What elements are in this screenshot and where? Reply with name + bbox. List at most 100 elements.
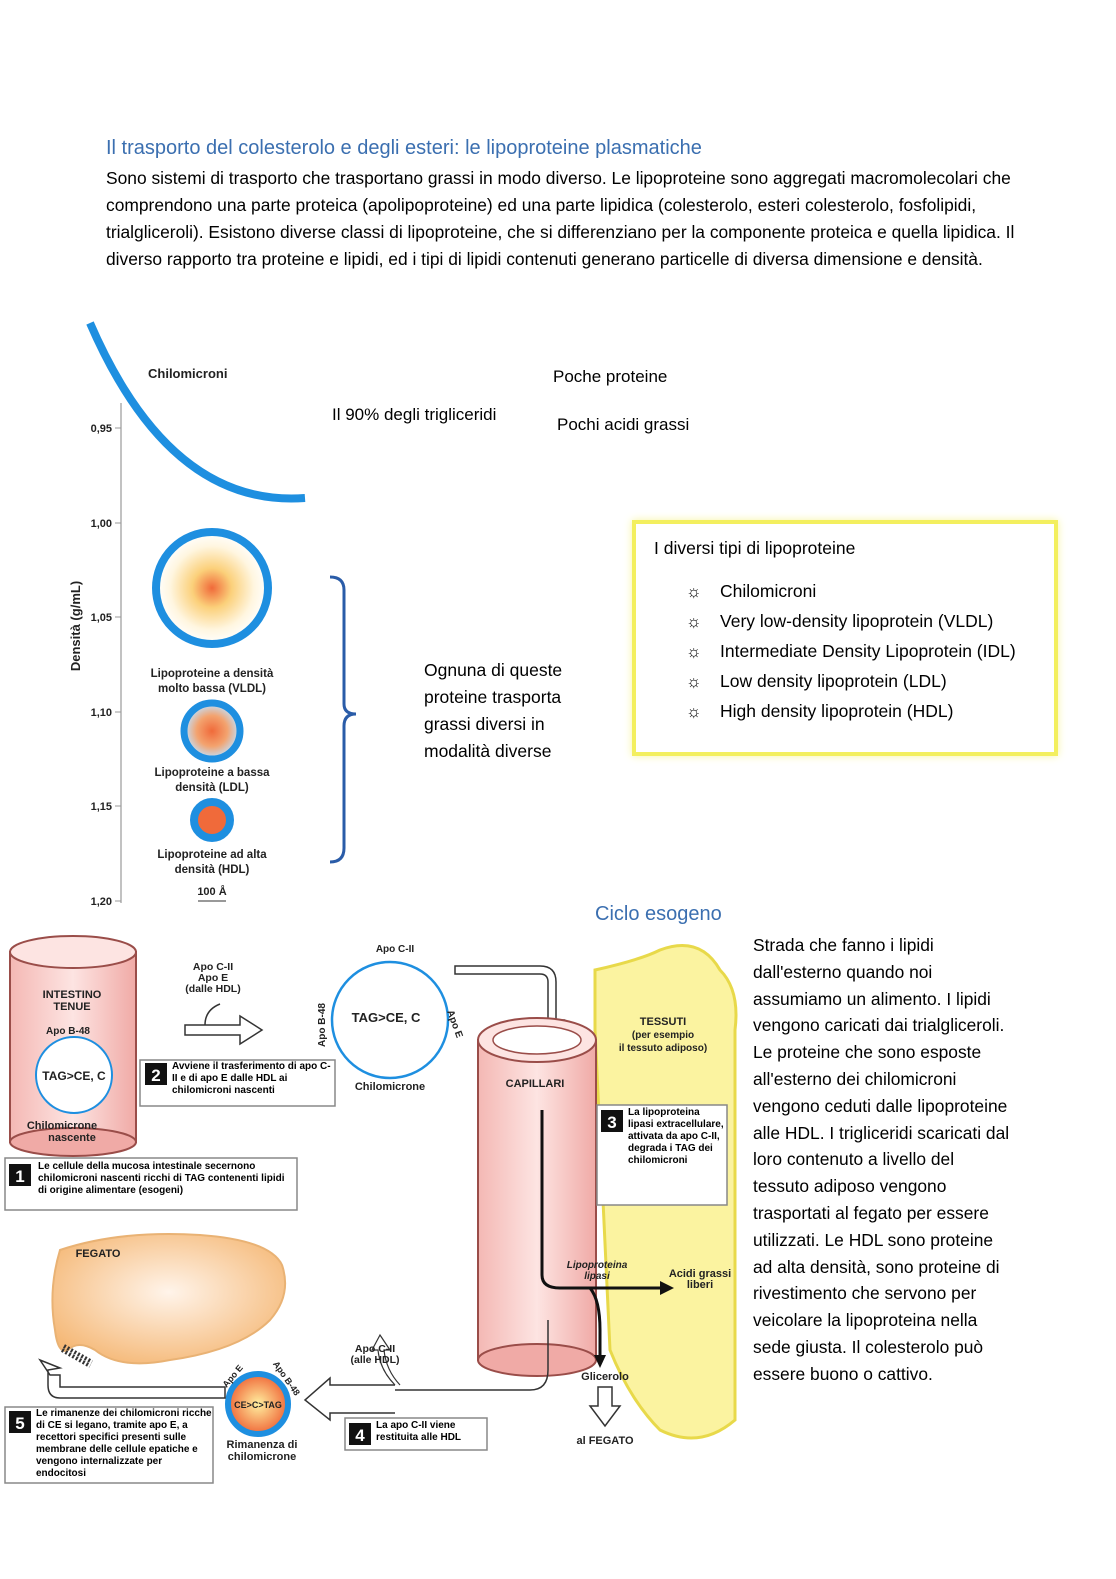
sun-bullet-icon: ☼ <box>686 702 702 721</box>
step-number: 2 <box>151 1066 160 1085</box>
exogenous-description: Strada che fanno i lipidi dall'esterno q… <box>753 935 1010 1384</box>
lpl-label: lipasi <box>584 1271 610 1282</box>
tag-ce-label: TAG>CE, C <box>42 1069 106 1083</box>
remnant-label: Rimanenza di <box>227 1439 298 1451</box>
step-number: 3 <box>607 1113 616 1132</box>
y-axis-label: Densità (g/mL) <box>68 581 83 671</box>
legend-item-label: Intermediate Density Lipoprotein (IDL) <box>720 641 1016 661</box>
step-number: 1 <box>15 1167 24 1186</box>
tick-label: 1,00 <box>91 518 112 530</box>
step-box <box>139 1059 336 1107</box>
legend-item: ☼ Chilomicroni <box>686 576 1016 606</box>
transfer-arrow <box>184 1003 264 1046</box>
al-fegato-label: al FEGATO <box>576 1435 633 1447</box>
step4-text: La apo C-II viene restituita alle HDL <box>376 1420 462 1443</box>
sun-bullet-icon: ☼ <box>686 612 702 631</box>
legend-item: ☼ Intermediate Density Lipoprotein (IDL) <box>686 636 1016 666</box>
receptor-icon <box>61 1344 93 1368</box>
tick-label: 1,20 <box>91 896 112 908</box>
step5-text: Le rimanenze dei chilomicroni ricche di … <box>36 1408 212 1479</box>
chylomicron <box>330 960 450 1080</box>
tick-label: 1,05 <box>91 612 112 624</box>
glicerolo-label: Glicerolo <box>581 1371 629 1383</box>
flow-line <box>540 1110 660 1290</box>
dalle-hdl-label: (dalle HDL) <box>185 983 240 995</box>
tessuti-label: il tessuto adiposo) <box>619 1043 707 1054</box>
sun-bullet-icon: ☼ <box>686 642 702 661</box>
exogenous-cycle-diagram: TESSUTI (per esempio il tessuto adiposo)… <box>4 935 738 1484</box>
note-poche-proteine: Poche proteine <box>553 367 668 386</box>
apo-e-label: Apo E <box>198 972 228 984</box>
intestine-label: INTESTINO <box>43 989 102 1001</box>
hdl-label: densità (HDL) <box>175 864 250 876</box>
curly-brace <box>329 575 357 864</box>
tick-label: 1,10 <box>91 707 112 719</box>
fegato-label: FEGATO <box>76 1248 121 1260</box>
ldl-particle <box>180 699 244 763</box>
return-arrow <box>303 1376 395 1422</box>
nascent-label: nascente <box>48 1132 96 1144</box>
down-arrow <box>588 1386 622 1428</box>
step-box <box>4 1157 298 1211</box>
capillari-label: CAPILLARI <box>506 1078 565 1090</box>
ce-tag-label: CE>C>TAG <box>234 1400 282 1410</box>
apo-cii-label: Apo C-II <box>193 961 233 973</box>
chylomicron-remnant <box>225 1371 291 1437</box>
acidi-label: liberi <box>687 1279 713 1291</box>
intro-paragraph: Sono sistemi di trasporto che trasportan… <box>106 168 1015 269</box>
legend-item-label: High density lipoprotein (HDL) <box>720 701 954 721</box>
lpl-label: Lipoproteina <box>567 1260 628 1271</box>
apo-b48-label: Apo B-48 <box>46 1026 90 1037</box>
tag-ce-label: TAG>CE, C <box>352 1010 421 1025</box>
lipoprotein-types-box: I diversi tipi di lipoproteine ☼ Chilomic… <box>632 520 1058 756</box>
page-title: Il trasporto del colesterolo e degli est… <box>106 137 702 159</box>
ldl-label: Lipoproteine a bassa <box>154 767 270 779</box>
tessuti-label: TESSUTI <box>640 1016 686 1028</box>
tick-label: 1,15 <box>91 801 112 813</box>
section-title: Ciclo esogeno <box>595 903 722 925</box>
scale-label: 100 Å <box>197 885 226 898</box>
step-box <box>4 1406 214 1484</box>
apo-b48-label: Apo B-48 <box>317 1003 328 1047</box>
chylomicron-label: Chilomicroni <box>148 366 227 381</box>
legend-item-label: Very low-density lipoprotein (VLDL) <box>720 611 994 631</box>
acidi-label: Acidi grassi <box>669 1268 731 1280</box>
hdl-particle <box>190 798 234 842</box>
legend-item: ☼ Very low-density lipoprotein (VLDL) <box>686 606 1016 636</box>
chylomicron-arc <box>86 321 306 503</box>
step2-text: Avviene il trasferimento di apo C-II e d… <box>172 1061 331 1096</box>
flow-line <box>588 1287 602 1355</box>
note-ognuna: Ognuna di queste proteine trasporta gras… <box>424 660 563 761</box>
legend-item: ☼ High density lipoprotein (HDL) <box>686 696 1016 726</box>
step-number: 4 <box>355 1426 365 1445</box>
nascent-chylomicron <box>35 1036 113 1114</box>
apo-return-arrow <box>371 1333 401 1386</box>
sun-bullet-icon: ☼ <box>686 582 702 601</box>
step1-text: Le cellule della mucosa intestinale sece… <box>38 1161 285 1196</box>
ldl-label: densità (LDL) <box>175 782 249 794</box>
intestine-label: TENUE <box>53 1001 90 1013</box>
apo-return-label: (alle HDL) <box>350 1354 399 1366</box>
tick-label: 0,95 <box>91 423 112 435</box>
chylomicron-label: Chilomicrone <box>355 1081 425 1093</box>
liver <box>51 1233 286 1365</box>
legend-title: I diversi tipi di lipoproteine <box>654 538 856 558</box>
vldl-particle <box>152 528 272 648</box>
return-line <box>395 1320 549 1391</box>
sun-bullet-icon: ☼ <box>686 672 702 691</box>
density-figure: Chilomicroni Densità (g/mL) 0,95 1,00 1,… <box>68 321 306 908</box>
legend-item-label: Chilomicroni <box>720 581 817 601</box>
nascent-label: Chilomicrone <box>27 1120 97 1132</box>
apo-return-label: Apo C-II <box>355 1343 395 1355</box>
vldl-label: molto bassa (VLDL) <box>158 683 266 695</box>
liver-arrow <box>38 1358 226 1399</box>
step-number: 5 <box>15 1414 24 1433</box>
note-pochi-acidi: Pochi acidi grassi <box>557 415 690 434</box>
step3-text: La lipoproteina lipasi extracellulare, a… <box>628 1107 724 1166</box>
tessuti-label: (per esempio <box>632 1030 694 1041</box>
hdl-label: Lipoproteine ad alta <box>157 849 267 861</box>
remnant-label: chilomicrone <box>228 1451 296 1463</box>
vldl-label: Lipoproteine a densità <box>151 668 274 680</box>
note-trigliceridi: Il 90% degli trigliceridi <box>332 405 497 424</box>
legend-item-label: Low density lipoprotein (LDL) <box>720 671 947 691</box>
